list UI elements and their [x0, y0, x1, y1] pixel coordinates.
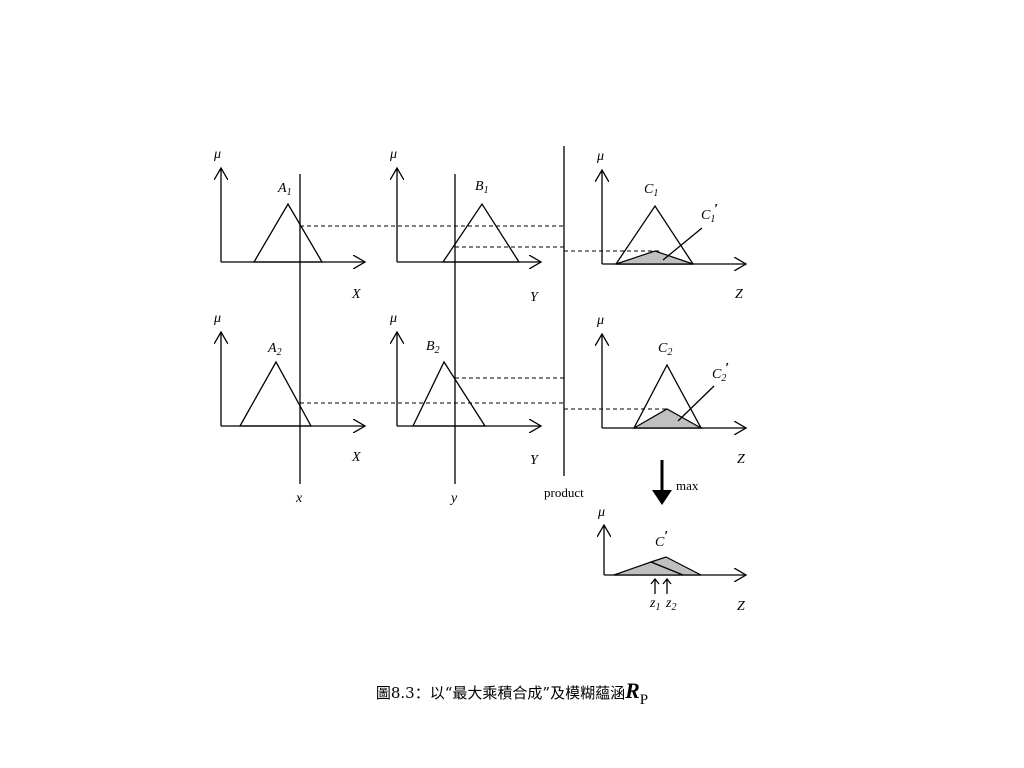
z-axis-label: Z — [737, 452, 745, 467]
mu-label: μ — [389, 147, 397, 162]
scaled-c2-prime — [631, 408, 704, 429]
x-axis-label: X — [351, 287, 361, 302]
scaled-c1-prime — [615, 250, 694, 265]
input-y-label: y — [449, 491, 458, 506]
z-axis-label: Z — [735, 287, 743, 302]
z1-label: z1 — [649, 596, 660, 613]
overlap-edge — [650, 561, 684, 576]
panel-c2: μ C2 C2′ Z — [596, 313, 746, 467]
panel-aggregated-output: μ C′ z1 z2 Z — [597, 505, 746, 614]
mu-label: μ — [596, 313, 604, 328]
mu-label: μ — [597, 505, 605, 520]
z-axis-label: Z — [737, 599, 745, 614]
aggregated-output-set — [613, 556, 702, 576]
membership-a1 — [252, 202, 324, 263]
c-prime-label: C′ — [655, 529, 668, 550]
c1-prime-label: C1′ — [701, 202, 718, 225]
membership-b2 — [411, 360, 487, 427]
figure-caption: 圖8.3：以“最大乘積合成”及模糊蘊涵RP — [0, 678, 1024, 709]
product-label: product — [544, 485, 584, 500]
mu-label: μ — [213, 311, 221, 326]
a1-label: A1 — [277, 181, 292, 198]
b1-label: B1 — [475, 179, 489, 196]
y-axis-label: Y — [530, 290, 540, 305]
mu-label: μ — [213, 147, 221, 162]
x-axis-label: X — [351, 450, 361, 465]
input-x-label: x — [295, 491, 303, 506]
c1-label: C1 — [644, 182, 658, 199]
a2-label: A2 — [267, 341, 282, 358]
panel-a2: μ A2 X — [213, 311, 365, 465]
y-axis-label: Y — [530, 453, 540, 468]
caption-symbol: R — [625, 678, 640, 703]
z1-marker-head — [650, 577, 660, 585]
panel-c1: μ C1 C1′ Z — [596, 149, 746, 302]
z2-label: z2 — [665, 596, 676, 613]
mu-label: μ — [596, 149, 604, 164]
caption-symbol-subscript: P — [639, 692, 649, 708]
membership-a2 — [238, 360, 313, 427]
z2-marker-head — [662, 577, 672, 585]
c1-prime-leader — [662, 227, 703, 261]
panel-b1: μ B1 Y — [389, 147, 541, 305]
membership-b1 — [441, 202, 521, 263]
max-arrow — [652, 460, 672, 505]
c2-prime-leader — [677, 385, 715, 422]
mu-label: μ — [389, 311, 397, 326]
panel-a1: μ A1 X — [213, 147, 365, 302]
panel-b2: μ B2 Y — [389, 311, 541, 468]
c2-prime-label: C2′ — [712, 361, 729, 384]
b2-label: B2 — [426, 339, 440, 356]
c2-label: C2 — [658, 341, 672, 358]
caption-text: 圖8.3：以“最大乘積合成”及模糊蘊涵 — [375, 684, 626, 702]
max-label: max — [676, 478, 699, 493]
